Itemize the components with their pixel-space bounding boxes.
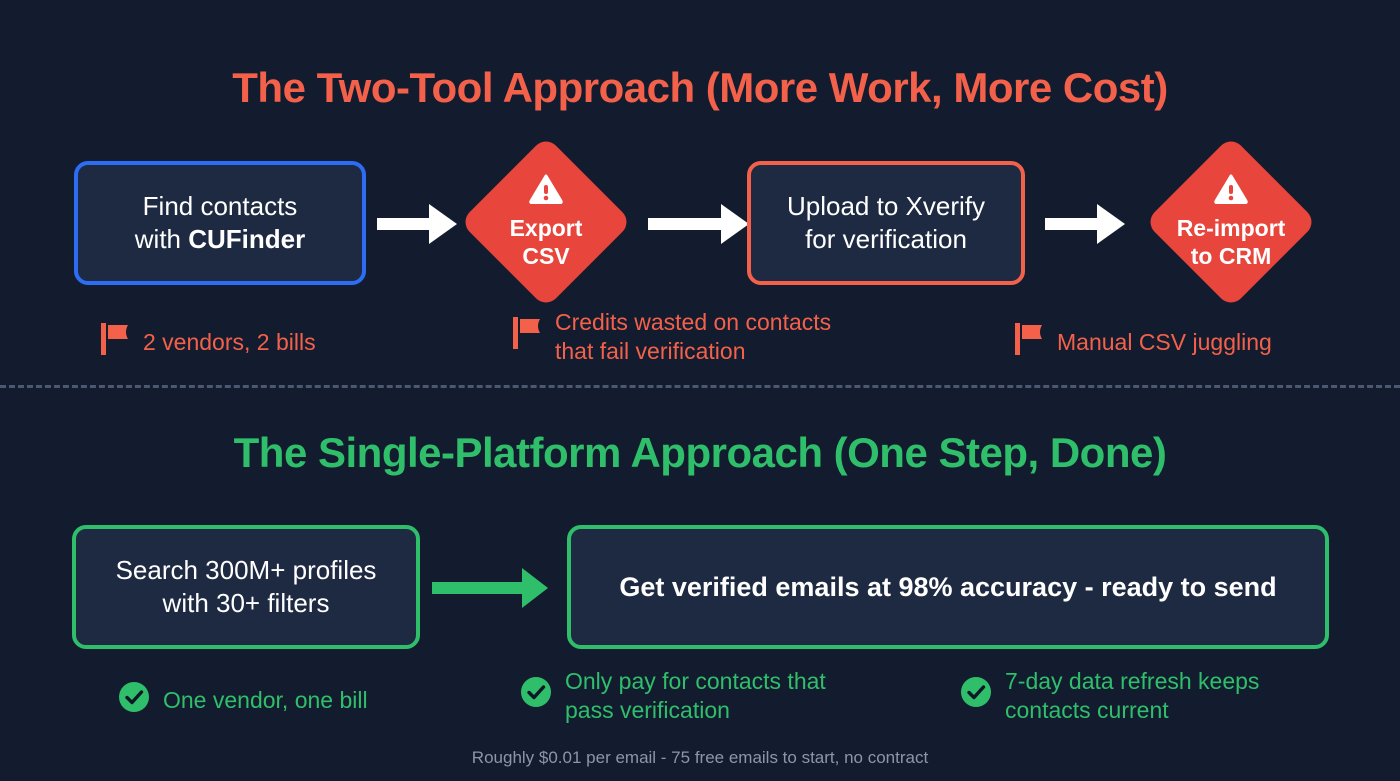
bottom-section-title: The Single-Platform Approach (One Step, …	[233, 429, 1167, 476]
arrow-shaft	[1045, 218, 1097, 230]
arrow-shaft	[648, 218, 721, 230]
arrow-head	[429, 204, 457, 244]
arrow-right-icon-1	[377, 204, 457, 244]
warning-icon	[529, 174, 563, 210]
green-check-icon	[960, 676, 992, 715]
annotation-one-vendor: One vendor, one bill	[118, 681, 368, 720]
annotation-label: Credits wasted on contacts that fail ver…	[555, 309, 832, 364]
annotation-vendors-bills: 2 vendors, 2 bills	[100, 322, 316, 363]
warning-icon	[1214, 174, 1248, 210]
step-re-import-crm-line1: Re-import	[1176, 215, 1286, 242]
section-divider	[0, 385, 1400, 388]
red-flag-icon	[100, 322, 130, 363]
step-re-import-crm-line2: to CRM	[1190, 242, 1272, 269]
arrow-head	[522, 568, 548, 608]
footer-note: Roughly $0.01 per email - 75 free emails…	[471, 748, 929, 767]
green-check-icon	[118, 681, 150, 720]
annotation-label: Only pay for contacts that pass verifica…	[565, 668, 826, 723]
step-export-csv-line2: CSV	[522, 242, 570, 269]
annotation-data-refresh: 7-day data refresh keeps contacts curren…	[960, 667, 1259, 725]
step-export-csv: Export CSV	[459, 135, 633, 309]
step-verified-result: Get verified emails at 98% accuracy - re…	[567, 525, 1329, 649]
arrow-right-icon-4	[432, 568, 548, 608]
step-search-profiles: Search 300M+ profiles with 30+ filters	[72, 525, 420, 649]
annotation-manual-csv: Manual CSV juggling	[1014, 322, 1272, 363]
step-find-contacts-brand: CUFinder	[188, 224, 306, 254]
annotation-label: Manual CSV juggling	[1057, 329, 1272, 355]
annotation-label: One vendor, one bill	[163, 687, 368, 713]
step-upload-xverify-line1: Upload to Xverify	[787, 191, 985, 222]
step-export-csv-line1: Export	[509, 215, 583, 242]
step-find-contacts: Find contacts with CUFinder	[74, 161, 366, 285]
arrow-head	[721, 204, 749, 244]
step-re-import-crm: Re-import to CRM	[1144, 135, 1318, 309]
step-search-profiles-line2: with 30+ filters	[162, 588, 330, 618]
arrow-shaft	[432, 582, 522, 594]
arrow-shaft	[377, 218, 429, 230]
step-search-profiles-line1: Search 300M+ profiles	[115, 555, 377, 586]
step-verified-result-label: Get verified emails at 98% accuracy - re…	[619, 571, 1277, 602]
top-section-title: The Two-Tool Approach (More Work, More C…	[232, 64, 1168, 111]
red-flag-icon	[512, 316, 542, 357]
annotation-label: 2 vendors, 2 bills	[143, 329, 316, 355]
red-flag-icon	[1014, 322, 1044, 363]
arrow-right-icon-2	[648, 204, 749, 244]
step-find-contacts-line1: Find contacts	[142, 191, 298, 222]
annotation-only-pay: Only pay for contacts that pass verifica…	[520, 667, 826, 725]
arrow-right-icon-3	[1045, 204, 1125, 244]
step-upload-xverify: Upload to Xverify for verification	[747, 161, 1025, 285]
step-find-contacts-line2-prefix: with	[134, 224, 189, 254]
step-upload-xverify-line2: for verification	[805, 224, 967, 254]
annotation-credits-wasted: Credits wasted on contacts that fail ver…	[512, 308, 831, 366]
arrow-head	[1097, 204, 1125, 244]
annotation-label: 7-day data refresh keeps contacts curren…	[1005, 668, 1260, 723]
green-check-icon	[520, 676, 552, 715]
